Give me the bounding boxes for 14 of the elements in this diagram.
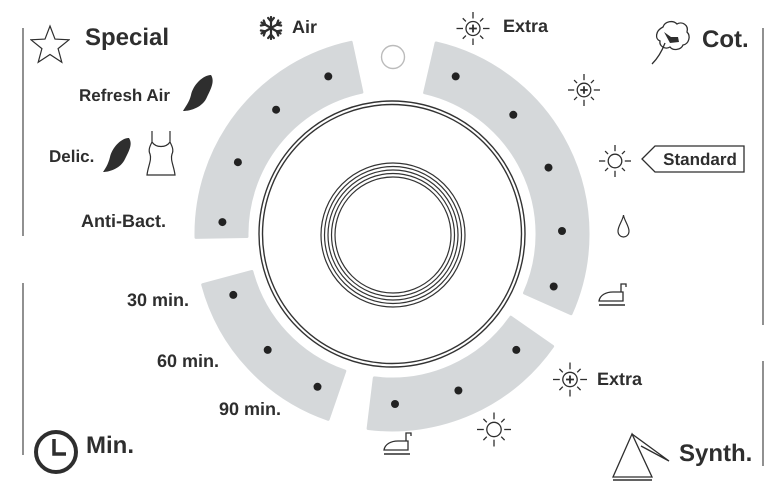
program-label: Refresh Air (79, 87, 170, 104)
program-label: Special (85, 26, 170, 50)
program-label: Cot. (702, 28, 749, 52)
program-label: Synth. (679, 442, 752, 466)
setting-label: Air (292, 18, 318, 36)
program-label: Min. (86, 434, 134, 458)
program-label: Anti-Bact. (81, 212, 166, 230)
program-label: Delic. (49, 148, 94, 165)
setting-label: Extra (597, 370, 642, 388)
setting-label: Extra (503, 17, 548, 35)
duration-label: 90 min. (219, 400, 282, 418)
duration-label: 60 min. (157, 352, 220, 370)
pointer-tag: Standard (641, 145, 745, 173)
duration-label: 30 min. (127, 291, 190, 309)
